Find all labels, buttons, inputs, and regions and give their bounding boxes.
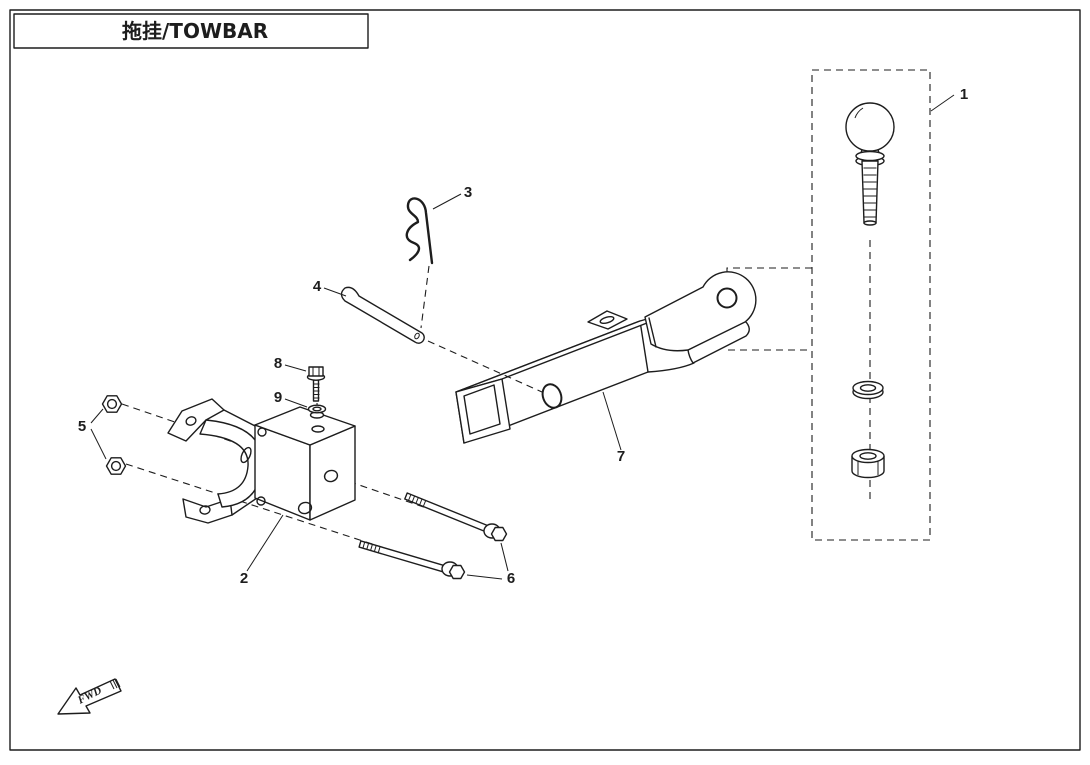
- lower-arm-hole: [199, 505, 211, 515]
- ball-washer: [852, 380, 884, 400]
- plate-top: [644, 271, 757, 352]
- fwd-arrow-outline: [57, 678, 122, 715]
- r-clip: [405, 197, 434, 265]
- hitch-pin: [340, 286, 425, 344]
- bracket-bolt-hole-1: [323, 469, 339, 483]
- ball-collar: [855, 150, 885, 162]
- nut2-hex: [105, 457, 127, 475]
- bolt2-shaft: [358, 540, 450, 574]
- small-bolt-head: [308, 366, 324, 377]
- flange-nut-1: [101, 395, 123, 413]
- shank-tip: [863, 220, 877, 226]
- leader-1: [930, 94, 955, 112]
- plate-under-edge: [647, 362, 695, 373]
- tube-pin-hole: [541, 383, 563, 409]
- small-bolt: [306, 366, 326, 402]
- leader-7: [602, 391, 622, 451]
- part-label-9: 9: [274, 389, 282, 406]
- leader-4: [323, 287, 347, 297]
- leader-5a: [90, 408, 104, 424]
- part-label-2: 2: [240, 570, 248, 587]
- yoke-to-box-edge-top: [223, 409, 258, 428]
- leader-3: [432, 193, 462, 210]
- yoke-slot: [240, 446, 252, 464]
- bracket-ear-hole-1: [257, 427, 267, 437]
- page-border: [9, 9, 1081, 751]
- part-label-8: 8: [274, 355, 282, 372]
- part-label-7: 7: [617, 448, 625, 465]
- nut2-hole: [110, 460, 122, 472]
- yoke-to-box-edge-bottom: [231, 497, 258, 516]
- upper-arm-hole: [185, 416, 197, 426]
- part-label-6: 6: [507, 570, 515, 587]
- ball-mount-plate: [644, 271, 757, 373]
- part-label-3: 3: [464, 184, 472, 201]
- r-clip-axis: [420, 265, 430, 329]
- nut1-hole: [106, 398, 118, 410]
- tube-end-inner: [463, 384, 501, 435]
- bracket-yoke: [199, 419, 263, 508]
- plate-ball-hole: [716, 287, 738, 309]
- plate-thickness: [687, 320, 750, 364]
- nut-hole: [859, 452, 877, 460]
- leader-6b: [466, 574, 503, 580]
- bracket-top-hole: [311, 425, 325, 433]
- leader-8: [284, 364, 307, 372]
- small-washer: [307, 404, 327, 419]
- tow-ball: [845, 102, 895, 226]
- ball-sphere: [845, 102, 895, 152]
- washer-top: [852, 380, 884, 396]
- bracket-box-top-face: [254, 406, 356, 446]
- towbar-tube: [455, 307, 687, 444]
- part-label-4: 4: [313, 278, 322, 295]
- leader-6a: [500, 542, 509, 572]
- mount-bracket: [167, 398, 356, 524]
- bolt1-threads: [408, 494, 427, 507]
- chain-tab-slot: [599, 315, 615, 325]
- small-washer-hole: [312, 406, 322, 412]
- nut1-hex: [101, 395, 123, 413]
- nut-top: [851, 448, 885, 464]
- bolt1-head: [490, 526, 508, 542]
- bolt2-head: [448, 564, 466, 580]
- leader-9: [284, 398, 308, 408]
- part-labels: 1 2 3 4 5 6 7 8 9: [78, 86, 968, 587]
- small-washer-ring: [307, 404, 327, 414]
- washer-hole: [859, 384, 877, 392]
- title-box: [13, 13, 369, 49]
- bracket-ear-hole-2: [256, 496, 266, 506]
- bracket-bolt-hole-2: [297, 501, 313, 515]
- hitch-pin-axis: [427, 340, 543, 393]
- part-label-5: 5: [78, 418, 86, 435]
- leader-2: [246, 514, 284, 572]
- ball-nut: [851, 448, 885, 479]
- leader-lines: [90, 94, 955, 580]
- page-title: 拖挂/TOWBAR: [122, 19, 268, 43]
- small-bolt-threads: [313, 383, 320, 399]
- hitch-pin-body: [340, 286, 425, 344]
- chain-tab: [587, 310, 628, 330]
- bolt-2: [358, 540, 466, 580]
- fwd-arrow: FWD: [57, 678, 122, 715]
- bolt-1: [404, 492, 508, 542]
- part-label-1: 1: [960, 86, 968, 103]
- dashed-detail-box: [811, 69, 931, 541]
- hitch-pin-hole: [414, 332, 420, 340]
- plate-junction-edge: [648, 317, 657, 348]
- bolt2-threads: [362, 541, 381, 553]
- ball-shank: [861, 160, 879, 224]
- title-block: 拖挂/TOWBAR: [13, 13, 369, 49]
- shank-threads: [863, 167, 877, 218]
- leader-5b: [90, 428, 107, 460]
- flange-nut-2: [105, 457, 127, 475]
- ball-highlight: [854, 107, 864, 119]
- fwd-arrow-hatch: [109, 678, 121, 690]
